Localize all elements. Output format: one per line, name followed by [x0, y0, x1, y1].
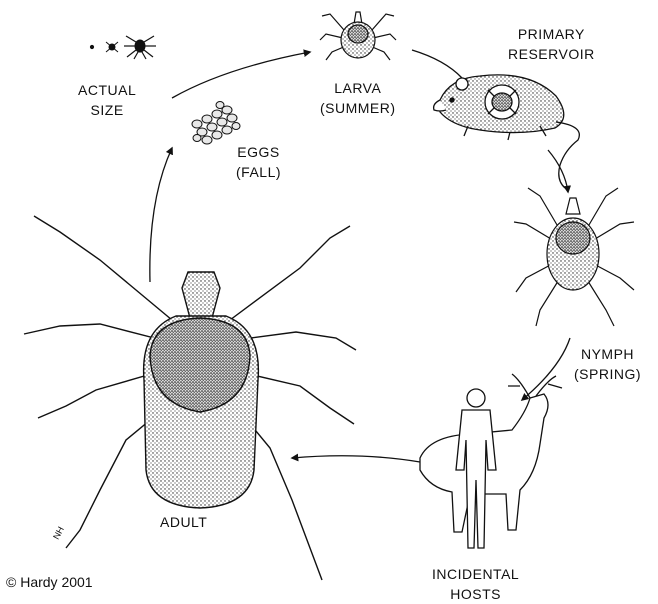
eggs-label: EGGS (FALL) — [236, 142, 281, 182]
incidental-hosts-label: INCIDENTAL HOSTS — [432, 564, 519, 604]
primary-reservoir-label: PRIMARY RESERVOIR — [508, 24, 595, 64]
actual-size-label-line-2: SIZE — [78, 100, 136, 120]
larva-label-line-2: (SUMMER) — [320, 98, 396, 118]
eggs-cluster-icon — [192, 102, 240, 145]
larva-label-line-1: LARVA — [320, 78, 396, 98]
arrow-eggs-to-larva — [172, 52, 310, 98]
primary-reservoir-label-line-1: PRIMARY — [508, 24, 595, 44]
eggs-label-line-2: (FALL) — [236, 162, 281, 182]
actual-size-label: ACTUAL SIZE — [78, 80, 136, 120]
nymph-tick-icon — [514, 188, 634, 326]
arrow-hosts-to-adult — [292, 456, 420, 462]
larva-label: LARVA (SUMMER) — [320, 78, 396, 118]
adult-label-line-1: ADULT — [160, 512, 207, 532]
primary-reservoir-label-line-2: RESERVOIR — [508, 44, 595, 64]
nymph-label-line-1: NYMPH — [574, 344, 641, 364]
nymph-label: NYMPH (SPRING) — [574, 344, 641, 384]
eggs-label-line-1: EGGS — [236, 142, 281, 162]
arrow-adult-to-eggs — [150, 148, 172, 282]
arrow-reservoir-to-nymph — [548, 150, 568, 192]
nymph-label-line-2: (SPRING) — [574, 364, 641, 384]
larva-tick-icon — [320, 12, 396, 60]
mouse-reservoir-icon — [434, 75, 580, 188]
copyright-notice: © Hardy 2001 — [6, 574, 93, 590]
arrow-nymph-to-hosts — [522, 338, 570, 400]
incidental-hosts-label-line-2: HOSTS — [432, 584, 519, 604]
arrow-larva-to-reservoir — [412, 50, 462, 78]
adult-label: ADULT — [160, 512, 207, 532]
incidental-hosts-label-line-1: INCIDENTAL — [432, 564, 519, 584]
actual-size-label-line-1: ACTUAL — [78, 80, 136, 100]
actual-size-ticks-icon — [90, 36, 156, 59]
